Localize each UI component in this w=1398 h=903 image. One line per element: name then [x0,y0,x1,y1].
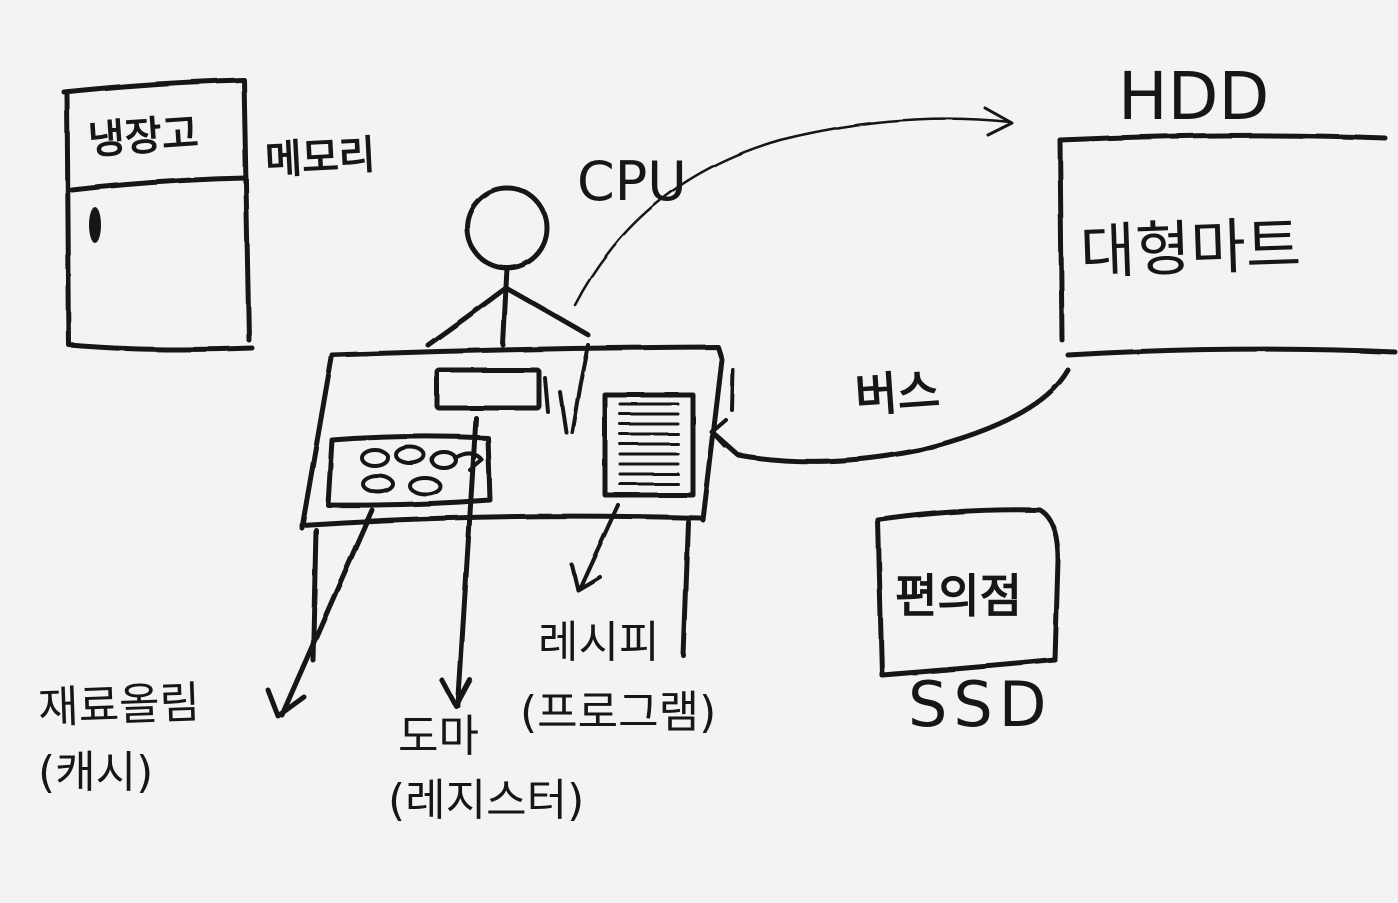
ingredients-sub-label: (캐시) [38,747,154,798]
pointer-arrows [265,415,620,719]
recipe-sub-label: (프로그램) [520,687,717,738]
convenience-store-label: 편의점 [895,569,1022,623]
recipe-label: 레시피 [538,617,660,668]
fridge-label: 냉장고 [86,110,201,164]
mart-label: 대형마트 [1078,210,1303,288]
hdd-building-drawing [1057,132,1398,358]
fridge-drawing [61,77,255,352]
hdd-label: HDD [1118,58,1270,135]
bus-connection [709,367,1071,464]
ingredients-label: 재료올림 [37,677,201,734]
cpu-person-drawing [425,185,591,348]
ssd-label: SSD [908,668,1053,741]
ssd-store-drawing [875,507,1061,678]
cpu-to-hdd-arrow [573,106,1014,307]
memory-label: 메모리 [264,132,377,184]
cpu-label: CPU [577,150,687,213]
bus-label: 버스 [853,363,942,423]
kitchen-counter-drawing [299,343,735,663]
cutting-board-sub-label: (레지스터) [388,775,585,826]
fridge-handle-icon [89,207,101,243]
cutting-board-label: 도마 [398,711,479,762]
